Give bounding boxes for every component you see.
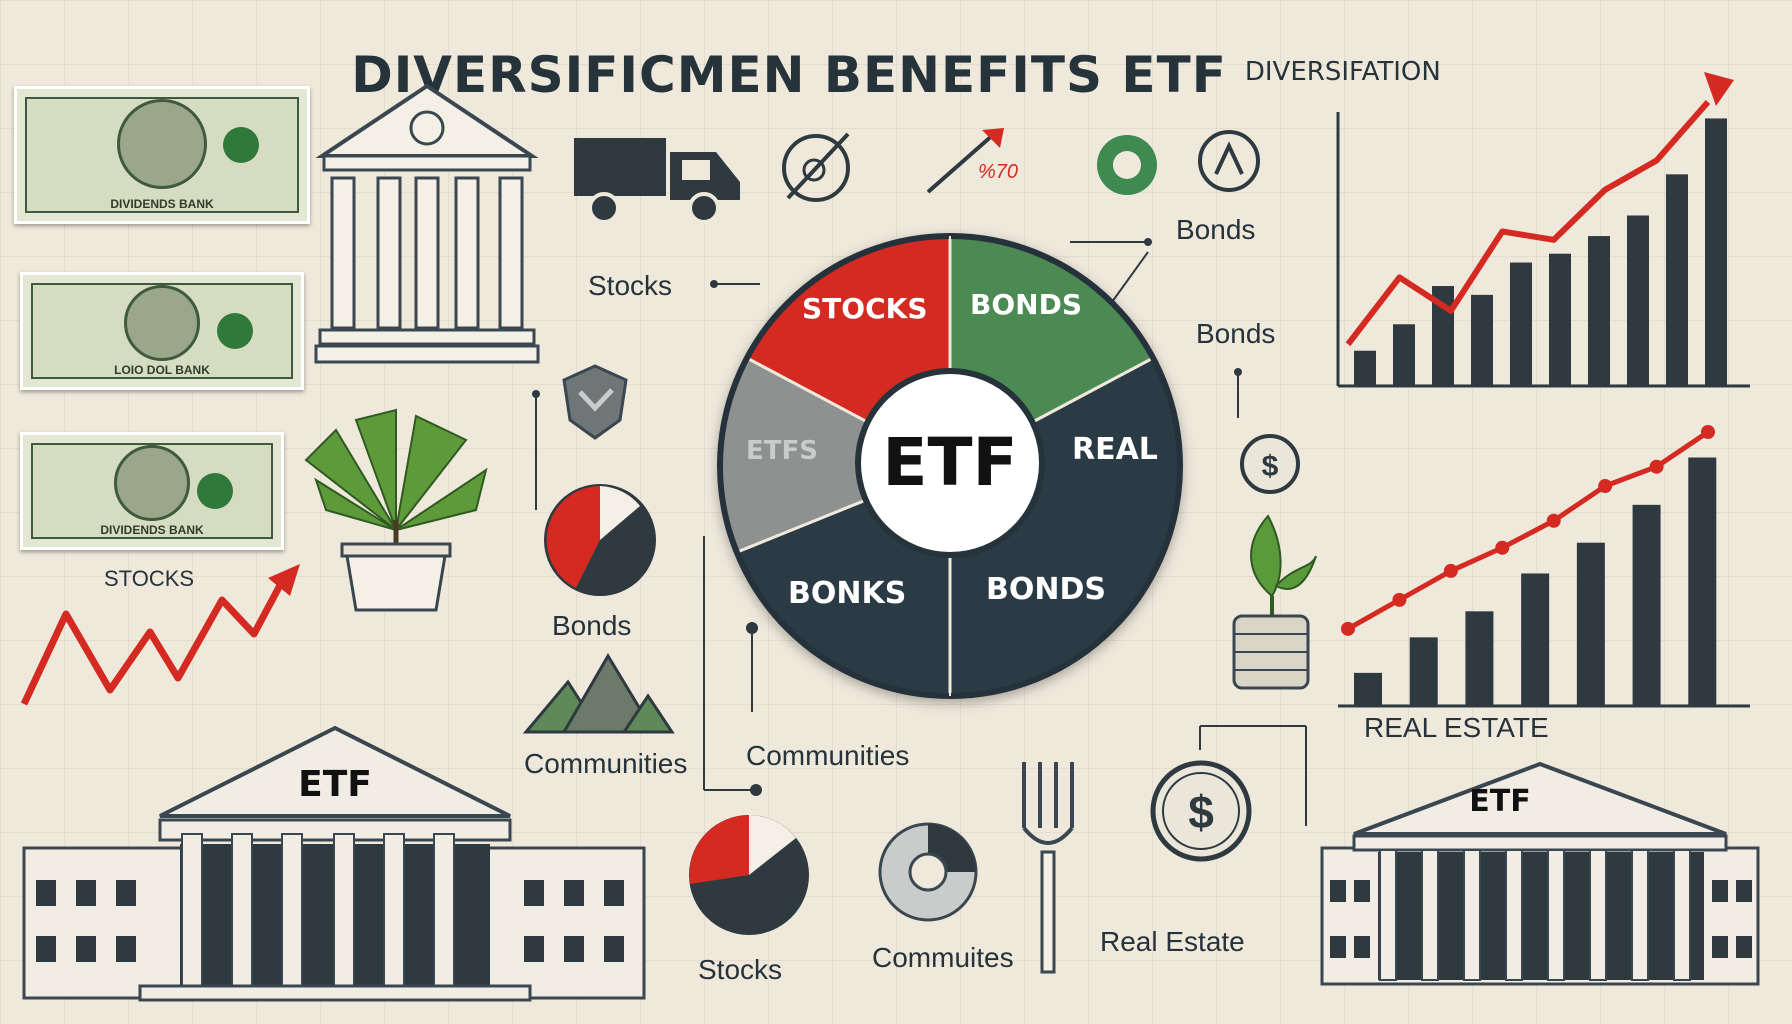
chart-point xyxy=(1392,592,1407,607)
connector-line xyxy=(703,536,762,796)
chart-bar xyxy=(1705,118,1727,387)
pie-chart-icon xyxy=(544,484,656,596)
chart-bar xyxy=(1354,350,1376,386)
money-plant-icon xyxy=(304,408,488,612)
chart-point xyxy=(1701,425,1715,439)
fork-icon xyxy=(1022,762,1074,974)
chart-bar xyxy=(1409,637,1438,706)
page-title: DIVERSIFICMEN BENEFITS ETF DIVERSIFATION xyxy=(0,46,1792,104)
chart-bar xyxy=(1521,573,1550,706)
pie-label-etfs: ETFS xyxy=(746,436,818,466)
pie-label-real: REAL xyxy=(1072,432,1158,467)
percent-arrow-icon: %70 xyxy=(926,128,1018,194)
bill-text: DIVIDENDS BANK xyxy=(100,523,204,537)
dollar-text: $ xyxy=(1262,450,1279,483)
dollar-bill: LOIO DOL BANK xyxy=(20,272,304,390)
label-communities-left: Communities xyxy=(524,748,688,779)
chart-bar xyxy=(1549,253,1571,386)
dollar-bill: DIVIDENDS BANK xyxy=(20,432,284,550)
dollar-coin-icon: $ xyxy=(1240,434,1300,494)
bank-building-left xyxy=(22,725,646,1002)
chart-point xyxy=(1598,479,1613,494)
chart-bar xyxy=(1393,324,1415,386)
chart-bar xyxy=(1588,236,1610,386)
title-sub: DIVERSIFATION xyxy=(1244,57,1441,87)
shield-icon xyxy=(562,364,628,440)
chart-bar xyxy=(1627,215,1649,386)
pie-chart-icon xyxy=(878,822,978,922)
percent-text: %70 xyxy=(978,161,1018,183)
pie-label-bonds-2: BONDS xyxy=(986,572,1106,607)
shield-icon xyxy=(1198,130,1260,192)
label-bonds-mid: Bonds xyxy=(552,610,632,641)
no-symbol-icon xyxy=(782,132,850,202)
chart-bar xyxy=(1666,174,1688,386)
chart-trend-line xyxy=(1345,100,1711,347)
pie-center-etf: ETF xyxy=(855,368,1045,558)
label-bonds-top-right: Bonds xyxy=(1176,214,1256,245)
bank-building-right xyxy=(1320,761,1760,986)
label-bonds-right: Bonds xyxy=(1196,318,1276,349)
chart-point xyxy=(1495,540,1510,555)
pie-label-bonks: BONKS xyxy=(788,576,907,611)
bank-label-left: ETF xyxy=(298,764,372,805)
connector-line xyxy=(1199,368,1307,826)
pie-label-stocks: STOCKS xyxy=(802,292,928,325)
label-communities-center: Communities xyxy=(746,740,910,771)
chart-point xyxy=(1443,563,1458,578)
chart-point xyxy=(1649,459,1664,474)
label-real-estate-right: REAL ESTATE xyxy=(1364,712,1549,743)
chart-bar xyxy=(1688,457,1717,706)
temple-icon xyxy=(314,83,540,364)
truck-icon xyxy=(574,138,740,224)
growth-bar-chart-bottom xyxy=(1338,425,1750,708)
bill-text: DIVIDENDS BANK xyxy=(110,197,214,211)
chart-bar xyxy=(1632,504,1661,706)
chart-point xyxy=(1341,621,1355,636)
dollar-text: $ xyxy=(1188,786,1214,838)
label-stocks-bottom: Stocks xyxy=(698,954,783,985)
chart-point xyxy=(1546,513,1561,528)
bank-label-right: ETF xyxy=(1469,784,1531,819)
pie-chart-icon xyxy=(689,815,809,935)
chart-bar xyxy=(1471,294,1493,386)
title-main: DIVERSIFICMEN BENEFITS ETF xyxy=(351,46,1227,104)
dollar-bill: DIVIDENDS BANK xyxy=(14,86,310,224)
plant-icon xyxy=(1232,514,1317,690)
globe-icon xyxy=(1097,135,1157,195)
label-real-estate-bottom: Real Estate xyxy=(1100,926,1245,957)
connector-line xyxy=(1070,238,1152,303)
connector-line xyxy=(710,280,760,288)
pie-label-bonds: BONDS xyxy=(970,288,1082,321)
dollar-coin-icon: $ xyxy=(1150,760,1252,862)
chart-trend-line xyxy=(1346,429,1710,631)
label-commuites-bottom: Commuites xyxy=(872,942,1014,973)
chart-bar xyxy=(1354,672,1382,706)
mountains-icon xyxy=(522,653,675,734)
chart-bar xyxy=(1465,611,1494,706)
bill-text: LOIO DOL BANK xyxy=(114,363,210,377)
chart-bar xyxy=(1576,542,1605,706)
trend-arrow-icon xyxy=(20,564,300,706)
label-stocks-left: STOCKS xyxy=(104,566,195,591)
label-stocks-top: Stocks xyxy=(588,270,673,301)
connector-line xyxy=(532,390,540,510)
chart-bar xyxy=(1510,262,1532,386)
growth-bar-chart-top xyxy=(1336,72,1750,388)
